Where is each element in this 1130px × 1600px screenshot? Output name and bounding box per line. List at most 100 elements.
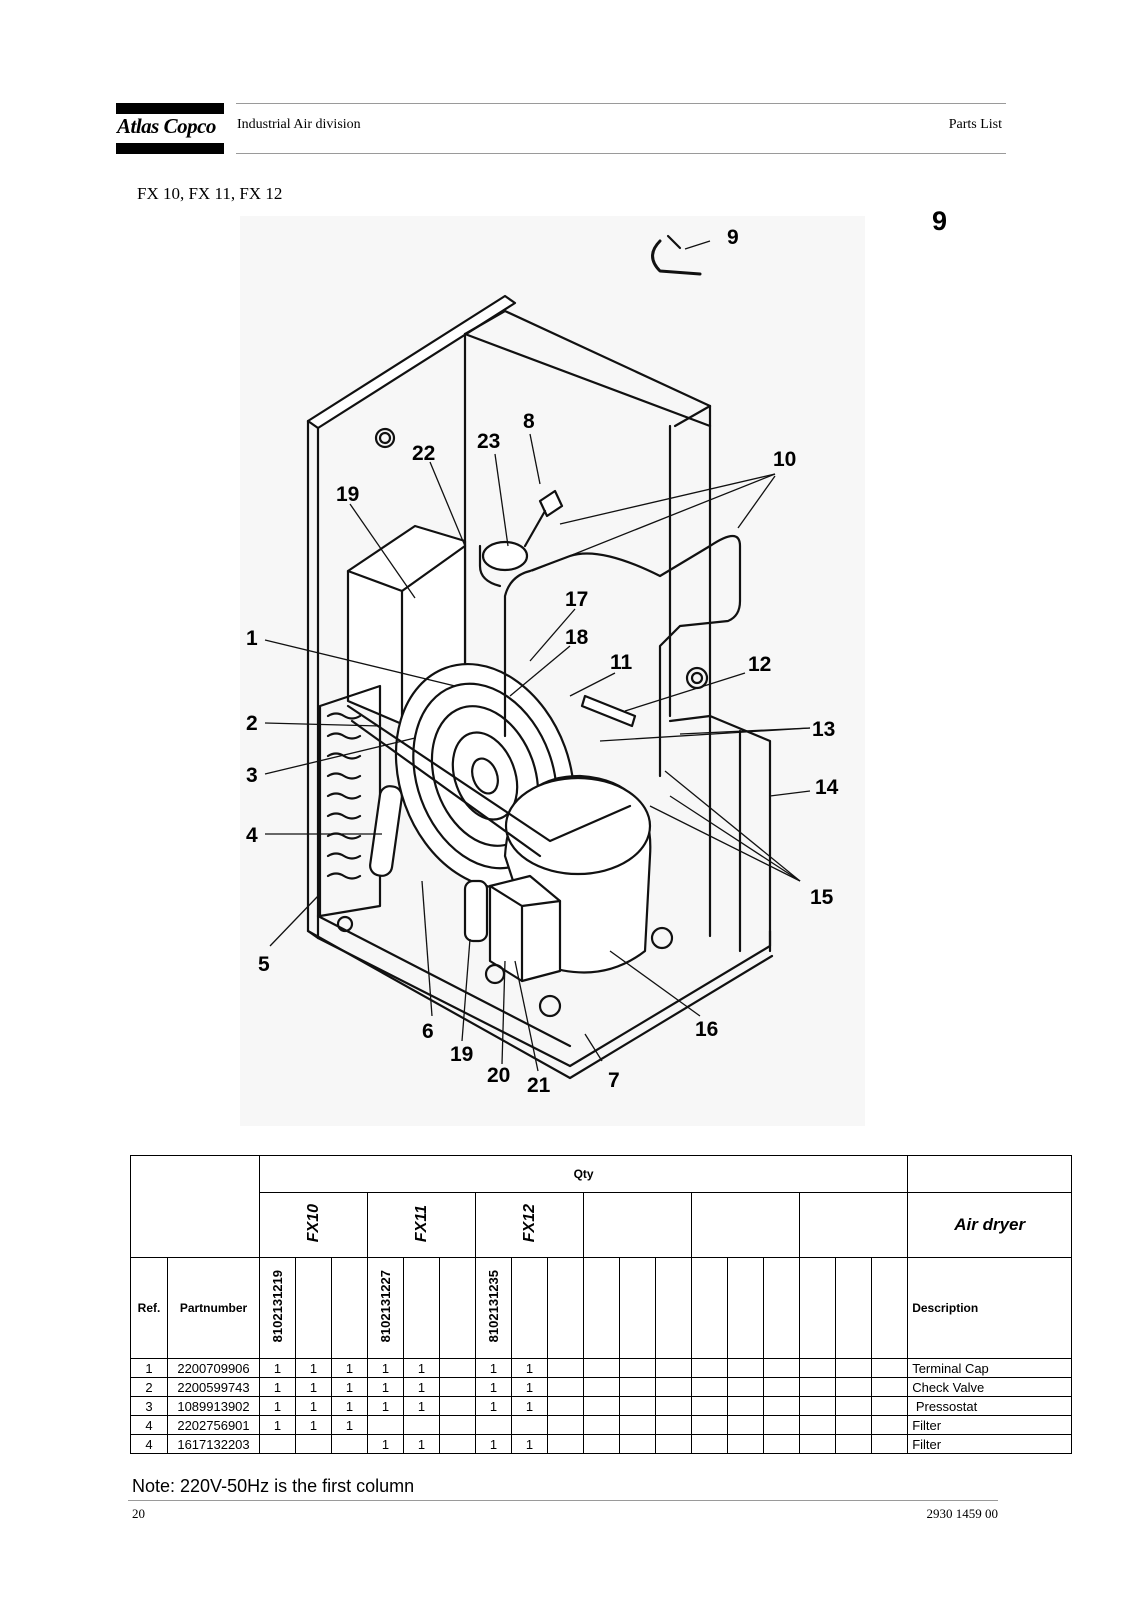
qty-cell: 1 [331, 1415, 368, 1435]
blank-desc-top [907, 1155, 1073, 1193]
qty-cell [547, 1358, 584, 1378]
callout-18: 18 [565, 626, 589, 649]
model-empty-2 [691, 1192, 800, 1258]
callout-19-top: 19 [336, 483, 359, 506]
qty-cell [799, 1415, 836, 1435]
callout-21: 21 [527, 1074, 551, 1097]
qty-cell [870, 1396, 909, 1416]
callout-5: 5 [258, 953, 270, 976]
qty-cell [691, 1358, 728, 1378]
qty-cell [691, 1415, 728, 1435]
qty-cell [655, 1358, 692, 1378]
qty-cell [727, 1434, 764, 1454]
qty-cell [763, 1358, 800, 1378]
qty-cell [619, 1415, 656, 1435]
qty-cell [835, 1434, 872, 1454]
sub-col [511, 1257, 548, 1359]
qty-cell: 1 [511, 1358, 548, 1378]
qty-cell: 1 [367, 1358, 404, 1378]
callout-11: 11 [610, 651, 633, 674]
callout-23: 23 [477, 430, 500, 453]
qty-cell: 1 [403, 1434, 440, 1454]
qty-cell: 1 [475, 1377, 512, 1397]
sub-col [403, 1257, 440, 1359]
sub-col [331, 1257, 368, 1359]
callout-8: 8 [523, 410, 535, 433]
qty-cell [439, 1415, 476, 1435]
qty-cell [763, 1415, 800, 1435]
description-cell: Filter [907, 1434, 1073, 1454]
callout-13: 13 [812, 718, 835, 741]
description-cell: Check Valve [907, 1377, 1073, 1397]
qty-cell [870, 1415, 909, 1435]
partnumber-cell: 2202756901 [167, 1415, 260, 1435]
qty-cell [439, 1396, 476, 1416]
exploded-view-drawing: 9 8 23 22 19 10 17 18 11 12 1 2 3 4 13 1… [240, 216, 865, 1126]
ref-cell: 4 [130, 1434, 168, 1454]
models-heading: FX 10, FX 11, FX 12 [137, 184, 283, 203]
ref-cell: 1 [130, 1358, 168, 1378]
qty-cell [439, 1377, 476, 1397]
qty-cell [439, 1358, 476, 1378]
qty-cell: 1 [403, 1358, 440, 1378]
model-partnumber-fx12: 8102131235 [475, 1257, 512, 1359]
qty-cell [583, 1358, 620, 1378]
qty-cell [583, 1434, 620, 1454]
model-fx11: FX11 [367, 1192, 476, 1258]
callout-7: 7 [608, 1069, 620, 1092]
qty-cell [511, 1415, 548, 1435]
qty-cell [835, 1377, 872, 1397]
qty-cell: 1 [475, 1396, 512, 1416]
qty-cell [619, 1377, 656, 1397]
doc-type-label: Parts List [948, 117, 1002, 132]
model-partnumber-fx11: 8102131227 [367, 1257, 404, 1359]
partnumber-header: Partnumber [167, 1257, 260, 1359]
qty-cell [619, 1434, 656, 1454]
sub-col [799, 1257, 836, 1359]
qty-cell [475, 1415, 512, 1435]
model-partnumber-fx12-text: 8102131235 [486, 1270, 501, 1343]
header-rule-top [236, 103, 1006, 104]
division-label: Industrial Air division [237, 117, 361, 132]
ref-cell: 4 [130, 1415, 168, 1435]
qty-cell [583, 1415, 620, 1435]
qty-cell [583, 1396, 620, 1416]
model-header-row: FX10 FX11 FX12 Air dryer [131, 1192, 1073, 1258]
qty-cell [763, 1377, 800, 1397]
blank-corner-cell [130, 1155, 260, 1258]
qty-cell [655, 1377, 692, 1397]
qty-cell: 1 [259, 1377, 296, 1397]
callout-3: 3 [246, 764, 258, 787]
footer-rule [128, 1500, 998, 1501]
callout-1: 1 [246, 627, 258, 650]
model-fx10-label: FX10 [304, 1204, 322, 1243]
qty-cell [835, 1358, 872, 1378]
header-rule-bottom [236, 153, 1006, 154]
qty-cell [439, 1434, 476, 1454]
callout-14: 14 [815, 776, 839, 799]
qty-cell: 1 [295, 1377, 332, 1397]
model-empty-1 [583, 1192, 692, 1258]
qty-cell [367, 1415, 404, 1435]
qty-cell [547, 1377, 584, 1397]
callout-4: 4 [246, 824, 258, 847]
qty-cell: 1 [403, 1377, 440, 1397]
model-empty-3 [798, 1192, 909, 1258]
callout-10: 10 [773, 448, 796, 471]
model-partnumber-fx11-text: 8102131227 [378, 1270, 393, 1343]
partnumber-cell: 2200599743 [167, 1377, 260, 1397]
qty-cell: 1 [475, 1434, 512, 1454]
description-cell: Filter [907, 1415, 1073, 1435]
model-fx12: FX12 [475, 1192, 584, 1258]
qty-cell [763, 1434, 800, 1454]
qty-cell: 1 [511, 1396, 548, 1416]
model-fx12-label: FX12 [520, 1204, 538, 1243]
logo-bar-top [116, 103, 224, 114]
callout-17: 17 [565, 588, 588, 611]
qty-cell [619, 1358, 656, 1378]
qty-cell [547, 1415, 584, 1435]
